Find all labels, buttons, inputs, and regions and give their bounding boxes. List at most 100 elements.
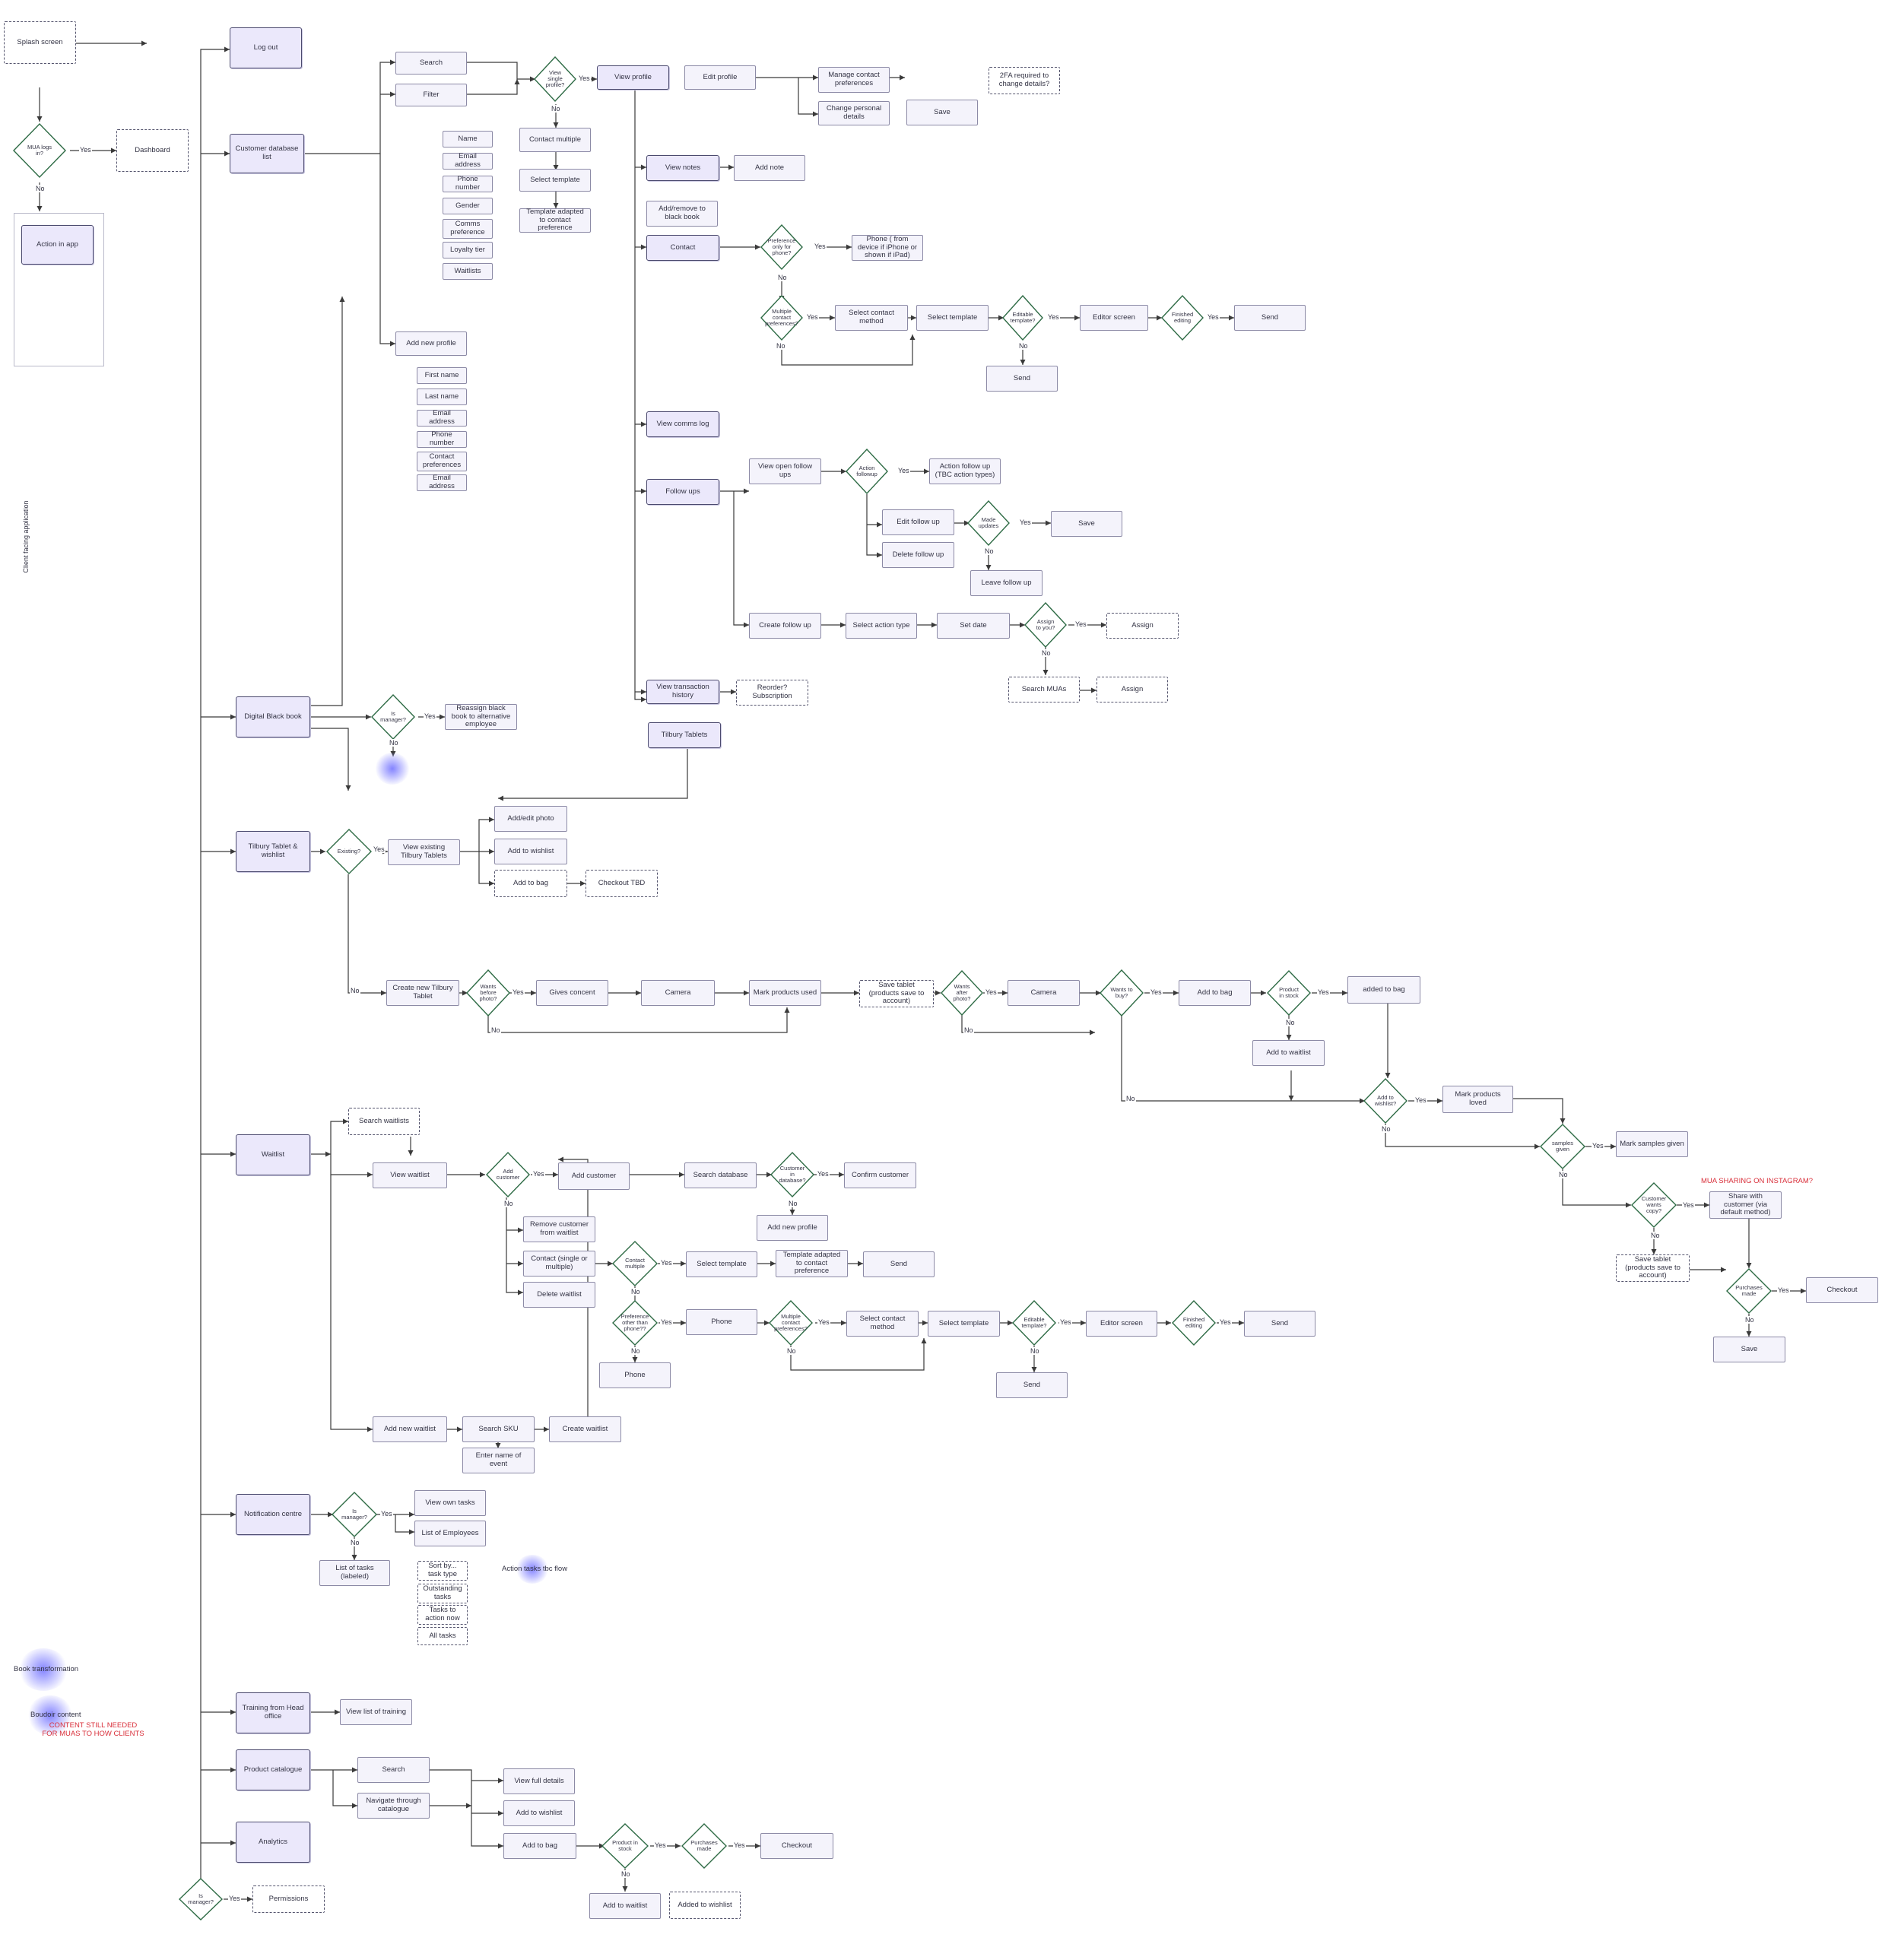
leave-follow-up-node[interactable]: Leave follow up bbox=[970, 570, 1043, 596]
view-profile-node[interactable]: View profile bbox=[597, 65, 669, 90]
editor-screen-node-2[interactable]: Editor screen bbox=[1086, 1311, 1157, 1337]
added-to-wishlist-node[interactable]: Added to wishlist bbox=[669, 1892, 741, 1919]
search-muas-node[interactable]: Search MUAs bbox=[1008, 677, 1080, 702]
camera-node-2[interactable]: Camera bbox=[1008, 980, 1080, 1006]
save-tablet-node-1[interactable]: Save tablet (products save to account) bbox=[859, 980, 934, 1007]
manage-contact-pref-node[interactable]: Manage contact preferences bbox=[818, 67, 890, 93]
enter-event-name-node[interactable]: Enter name of event bbox=[462, 1448, 535, 1473]
select-action-type-node[interactable]: Select action type bbox=[846, 613, 917, 639]
select-template-node-3[interactable]: Select template bbox=[686, 1251, 757, 1277]
decision-view-single-profile[interactable]: View single profile? bbox=[534, 56, 576, 102]
save-node-2[interactable]: Save bbox=[1051, 511, 1122, 537]
digital-black-book-node[interactable]: Digital Black book bbox=[236, 696, 310, 737]
filter-comms[interactable]: Comms preference bbox=[443, 219, 493, 239]
view-waitlist-node[interactable]: View waitlist bbox=[373, 1162, 447, 1188]
dashboard-node[interactable]: Dashboard bbox=[116, 129, 189, 172]
decision-mua-logs-in[interactable]: MUA logs in? bbox=[13, 123, 66, 178]
phone-node-1[interactable]: Phone bbox=[686, 1309, 757, 1335]
decision-samples-given[interactable]: samples given bbox=[1540, 1124, 1585, 1169]
decision-finished-editing-1[interactable]: Finished editing bbox=[1161, 295, 1204, 341]
decision-multiple-contact-pref-1[interactable]: Multiple contact preferences? bbox=[760, 295, 803, 341]
reorder-node[interactable]: Reorder? Subscription bbox=[736, 680, 808, 706]
template-adapted-node-1[interactable]: Template adapted to contact preference bbox=[519, 208, 591, 233]
filter-email[interactable]: Email address bbox=[443, 152, 493, 170]
select-template-node-1[interactable]: Select template bbox=[519, 169, 591, 192]
phone-from-device-node[interactable]: Phone ( from device if iPhone or shown i… bbox=[852, 235, 923, 261]
checkout-tbd-node[interactable]: Checkout TBD bbox=[586, 870, 658, 897]
contact-multiple-node[interactable]: Contact multiple bbox=[519, 128, 591, 152]
add-to-bag-node-1[interactable]: Add to bag bbox=[494, 870, 567, 897]
search-waitlists-node[interactable]: Search waitlists bbox=[348, 1108, 420, 1135]
save-node-1[interactable]: Save bbox=[906, 100, 978, 125]
decision-assign-to-you[interactable]: Assign to you? bbox=[1024, 602, 1067, 648]
view-own-tasks-node[interactable]: View own tasks bbox=[414, 1490, 486, 1516]
decision-purchases-made-2[interactable]: Purchases made bbox=[681, 1823, 727, 1869]
remove-customer-node[interactable]: Remove customer from waitlist bbox=[523, 1216, 595, 1242]
decision-pref-other-than-phone[interactable]: Preference other than phone?? bbox=[612, 1300, 658, 1346]
decision-customer-wants-copy[interactable]: Customer wants copy? bbox=[1631, 1182, 1677, 1228]
decision-finished-editing-2[interactable]: Finished editing bbox=[1172, 1300, 1216, 1346]
action-follow-up-node[interactable]: Action follow up (TBC action types) bbox=[929, 458, 1001, 484]
tasks-action-now-node[interactable]: Tasks to action now bbox=[417, 1605, 468, 1625]
search-database-node[interactable]: Search database bbox=[684, 1162, 757, 1188]
new-profile-phone[interactable]: Phone number bbox=[417, 430, 467, 448]
decision-existing[interactable]: Existing? bbox=[326, 829, 372, 874]
filter-waitlists[interactable]: Waitlists bbox=[443, 263, 493, 280]
decision-product-in-stock-1[interactable]: Product in stock bbox=[1267, 970, 1311, 1016]
filter-name[interactable]: Name bbox=[443, 131, 493, 147]
delete-follow-up-node[interactable]: Delete follow up bbox=[882, 542, 954, 568]
select-template-node-4[interactable]: Select template bbox=[928, 1311, 1000, 1337]
new-profile-last-name[interactable]: Last name bbox=[417, 389, 467, 405]
all-tasks-node[interactable]: All tasks bbox=[417, 1627, 468, 1645]
add-note-node[interactable]: Add note bbox=[734, 155, 805, 181]
add-to-wishlist-node-1[interactable]: Add to wishlist bbox=[494, 839, 567, 864]
decision-customer-in-db[interactable]: Customer in database? bbox=[770, 1152, 814, 1197]
decision-multiple-contact-pref-2[interactable]: Multiple contact preferences? bbox=[769, 1300, 813, 1346]
select-template-node-2[interactable]: Select template bbox=[916, 305, 989, 331]
edit-follow-up-node[interactable]: Edit follow up bbox=[882, 509, 954, 535]
view-transaction-node[interactable]: View transaction history bbox=[646, 680, 719, 704]
create-follow-up-node[interactable]: Create follow up bbox=[749, 613, 821, 639]
list-employees-node[interactable]: List of Employees bbox=[414, 1521, 486, 1546]
camera-node-1[interactable]: Camera bbox=[641, 980, 715, 1006]
view-full-details-node[interactable]: View full details bbox=[503, 1768, 575, 1794]
decision-wants-before-photo[interactable]: Wants before photo? bbox=[466, 969, 510, 1016]
gives-concent-node[interactable]: Gives concent bbox=[536, 980, 608, 1006]
list-tasks-labeled-node[interactable]: List of tasks (labeled) bbox=[319, 1560, 390, 1586]
contact-single-multiple-node[interactable]: Contact (single or multiple) bbox=[523, 1251, 595, 1277]
new-profile-email-2[interactable]: Email address bbox=[417, 474, 467, 491]
view-existing-tablets-node[interactable]: View existing Tilbury Tablets bbox=[388, 839, 460, 865]
mark-products-used-node[interactable]: Mark products used bbox=[749, 980, 821, 1006]
assign-node-1[interactable]: Assign bbox=[1106, 613, 1179, 639]
decision-editable-template-1[interactable]: Editable template? bbox=[1002, 295, 1043, 341]
save-node-3[interactable]: Save bbox=[1713, 1337, 1785, 1362]
save-tablet-node-2[interactable]: Save tablet (products save to account) bbox=[1616, 1254, 1690, 1282]
decision-product-in-stock-2[interactable]: Product in stock bbox=[601, 1823, 649, 1869]
edit-profile-node[interactable]: Edit profile bbox=[684, 65, 756, 90]
notification-centre-node[interactable]: Notification centre bbox=[236, 1494, 310, 1535]
search-sku-node[interactable]: Search SKU bbox=[462, 1416, 535, 1442]
editor-screen-node-1[interactable]: Editor screen bbox=[1080, 305, 1148, 331]
new-profile-email[interactable]: Email address bbox=[417, 409, 467, 427]
added-to-bag-node[interactable]: added to bag bbox=[1347, 976, 1420, 1004]
add-to-waitlist-node-2[interactable]: Add to waitlist bbox=[589, 1893, 661, 1919]
set-date-node[interactable]: Set date bbox=[937, 613, 1010, 639]
mark-samples-given-node[interactable]: Mark samples given bbox=[1616, 1131, 1688, 1157]
decision-is-manager-nc[interactable]: Is manager? bbox=[332, 1492, 377, 1537]
catalogue-search-node[interactable]: Search bbox=[357, 1757, 430, 1783]
create-new-tablet-node[interactable]: Create new Tilbury Tablet bbox=[386, 980, 459, 1006]
follow-ups-node[interactable]: Follow ups bbox=[646, 479, 719, 505]
view-comms-log-node[interactable]: View comms log bbox=[646, 411, 719, 437]
checkout-node-1[interactable]: Checkout bbox=[1806, 1277, 1878, 1303]
confirm-customer-node[interactable]: Confirm customer bbox=[844, 1162, 916, 1188]
add-new-profile-node[interactable]: Add new profile bbox=[395, 331, 467, 356]
add-to-bag-node-3[interactable]: Add to bag bbox=[503, 1833, 576, 1859]
decision-contact-multiple-q[interactable]: Contact multiple bbox=[612, 1241, 658, 1286]
create-waitlist-node[interactable]: Create waitlist bbox=[549, 1416, 621, 1442]
action-in-app-node[interactable]: Action in app bbox=[21, 225, 94, 265]
decision-add-to-wishlist-q[interactable]: Add to wishlist? bbox=[1363, 1078, 1408, 1124]
decision-made-updates[interactable]: Made updates bbox=[967, 500, 1010, 546]
customer-database-node[interactable]: Customer database list bbox=[230, 134, 304, 173]
send-node-3[interactable]: Send bbox=[863, 1251, 935, 1277]
add-new-profile-node-2[interactable]: Add new profile bbox=[757, 1215, 828, 1241]
